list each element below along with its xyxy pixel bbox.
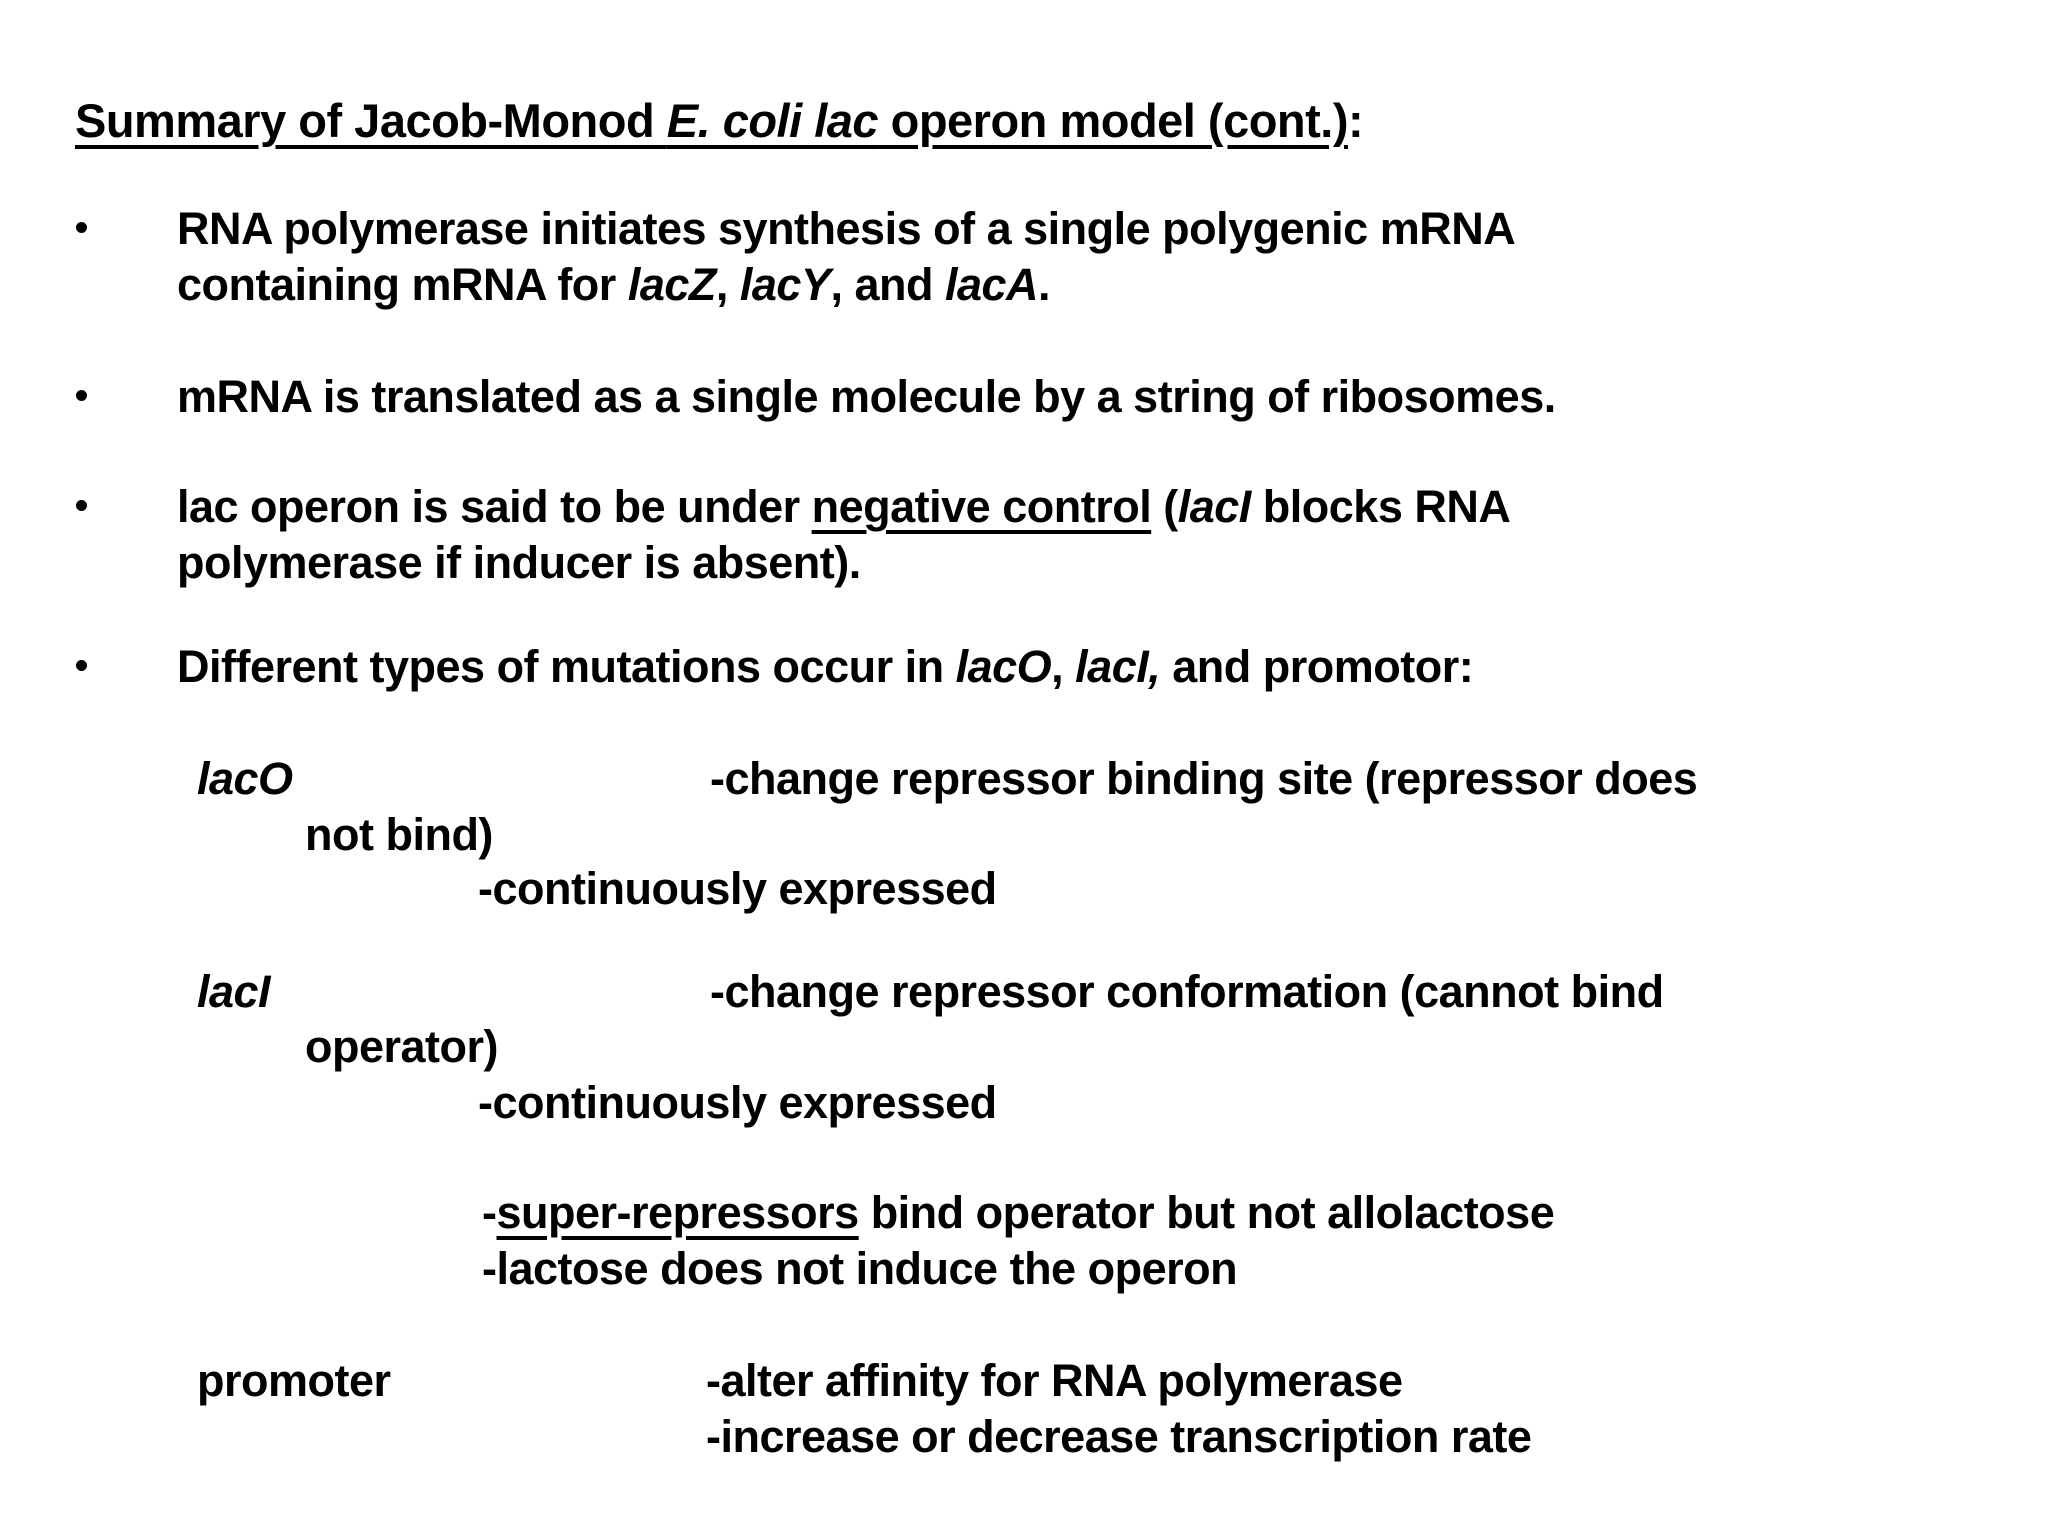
mutation-lacO-desc2-text: -continuously expressed [478, 863, 997, 914]
gene-lacO: lacO [197, 753, 293, 804]
bullet1-text2: containing mRNA for [177, 259, 628, 310]
bullet-dot [76, 500, 87, 511]
bullet3-line1: lac operon is said to be under negative … [177, 481, 1511, 532]
separator: , [1051, 641, 1076, 692]
super-repressor-line2: -lactose does not induce the operon [482, 1243, 1238, 1294]
bullet3-text2: polymerase if inducer is absent). [177, 537, 861, 588]
title-colon: : [1347, 94, 1364, 147]
bullet2-text: mRNA is translated as a single molecule … [177, 371, 1556, 422]
title-species-italic: E. coli lac [666, 94, 879, 147]
mutation-promoter-desc1-text: -alter affinity for RNA polymerase [706, 1355, 1403, 1406]
mutation-promoter-desc2-text: -increase or decrease transcription rate [706, 1411, 1532, 1462]
bullet4-text: Different types of mutations occur in [177, 641, 956, 692]
gene-lacI-comma: lacI, [1075, 641, 1161, 692]
bullet-dot [76, 222, 87, 233]
mutation-lacO-desc2: -continuously expressed [478, 864, 997, 914]
gene-lacY: lacY [739, 259, 831, 310]
bullet2-line1: mRNA is translated as a single molecule … [177, 372, 1556, 422]
bullet4-text-end: and promotor: [1160, 641, 1474, 692]
mutation-lacI-desc1-text: -change repressor conformation (cannot b… [710, 966, 1664, 1017]
bullet3-line2: polymerase if inducer is absent). [177, 538, 861, 588]
mutation-lacI-desc2-text: -continuously expressed [478, 1077, 997, 1128]
mutation-lacO-desc1: -change repressor binding site (represso… [710, 753, 1698, 804]
bullet1-line1: RNA polymerase initiates synthesis of a … [177, 203, 1516, 254]
bullet1-text: RNA polymerase initiates synthesis of a … [177, 203, 1516, 254]
gene-lacI: lacI [197, 966, 271, 1017]
separator: , [715, 259, 740, 310]
bullet4-line1: Different types of mutations occur in la… [177, 641, 1474, 692]
separator: , and [830, 259, 945, 310]
mutation-lacO-desc1-text: -change repressor binding site (represso… [710, 753, 1698, 804]
gene-lacO: lacO [955, 641, 1052, 692]
bullet1-line2: containing mRNA for lacZ, lacY, and lacA… [177, 259, 1051, 310]
gene-lacZ: lacZ [627, 259, 717, 310]
title-text: Summary of Jacob-Monod [75, 94, 667, 147]
promoter-label-text: promoter [197, 1355, 391, 1406]
mutation-lacI-desc1-cont-text: operator) [305, 1021, 499, 1072]
mutation-lacI-desc1-cont: operator) [305, 1021, 499, 1072]
mutation-lacO-label: lacO [197, 754, 293, 804]
negative-control-underlined: negative control [811, 481, 1152, 532]
mutation-promoter-desc1: -alter affinity for RNA polymerase [706, 1356, 1403, 1406]
bullet3-paren: ( [1151, 481, 1178, 532]
mutation-promoter-label: promoter [197, 1356, 391, 1406]
period: . [1038, 259, 1051, 310]
mutation-lacI-desc1: -change repressor conformation (cannot b… [710, 967, 1664, 1017]
gene-lacA: lacA [944, 259, 1039, 310]
bullet3-text-end: blocks RNA [1250, 481, 1511, 532]
title-underlined-part: Summary of Jacob-Monod E. coli lac opero… [75, 94, 1348, 147]
dash: - [482, 1187, 497, 1238]
bullet-dot [76, 660, 87, 671]
bullet-dot [76, 390, 87, 401]
super-repressors-underlined: super-repressors [496, 1187, 860, 1238]
super-repressor-line1: -super-repressors bind operator but not … [482, 1187, 1555, 1238]
title-text-end: operon model (cont.) [878, 94, 1349, 147]
gene-lacI: lacI [1177, 481, 1252, 532]
mutation-lacO-desc1-cont: not bind) [305, 810, 493, 860]
super-repressor-text: bind operator but not allolactose [858, 1187, 1555, 1238]
mutation-promoter-desc2: -increase or decrease transcription rate [706, 1411, 1532, 1462]
slide-title: Summary of Jacob-Monod E. coli lac opero… [75, 94, 1364, 147]
mutation-lacI-desc2: -continuously expressed [478, 1078, 997, 1128]
mutation-lacI-label: lacI [197, 966, 271, 1017]
mutation-lacO-desc1-cont-text: not bind) [305, 809, 493, 860]
bullet3-text: lac operon is said to be under [177, 481, 812, 532]
lactose-text: -lactose does not induce the operon [482, 1243, 1238, 1294]
